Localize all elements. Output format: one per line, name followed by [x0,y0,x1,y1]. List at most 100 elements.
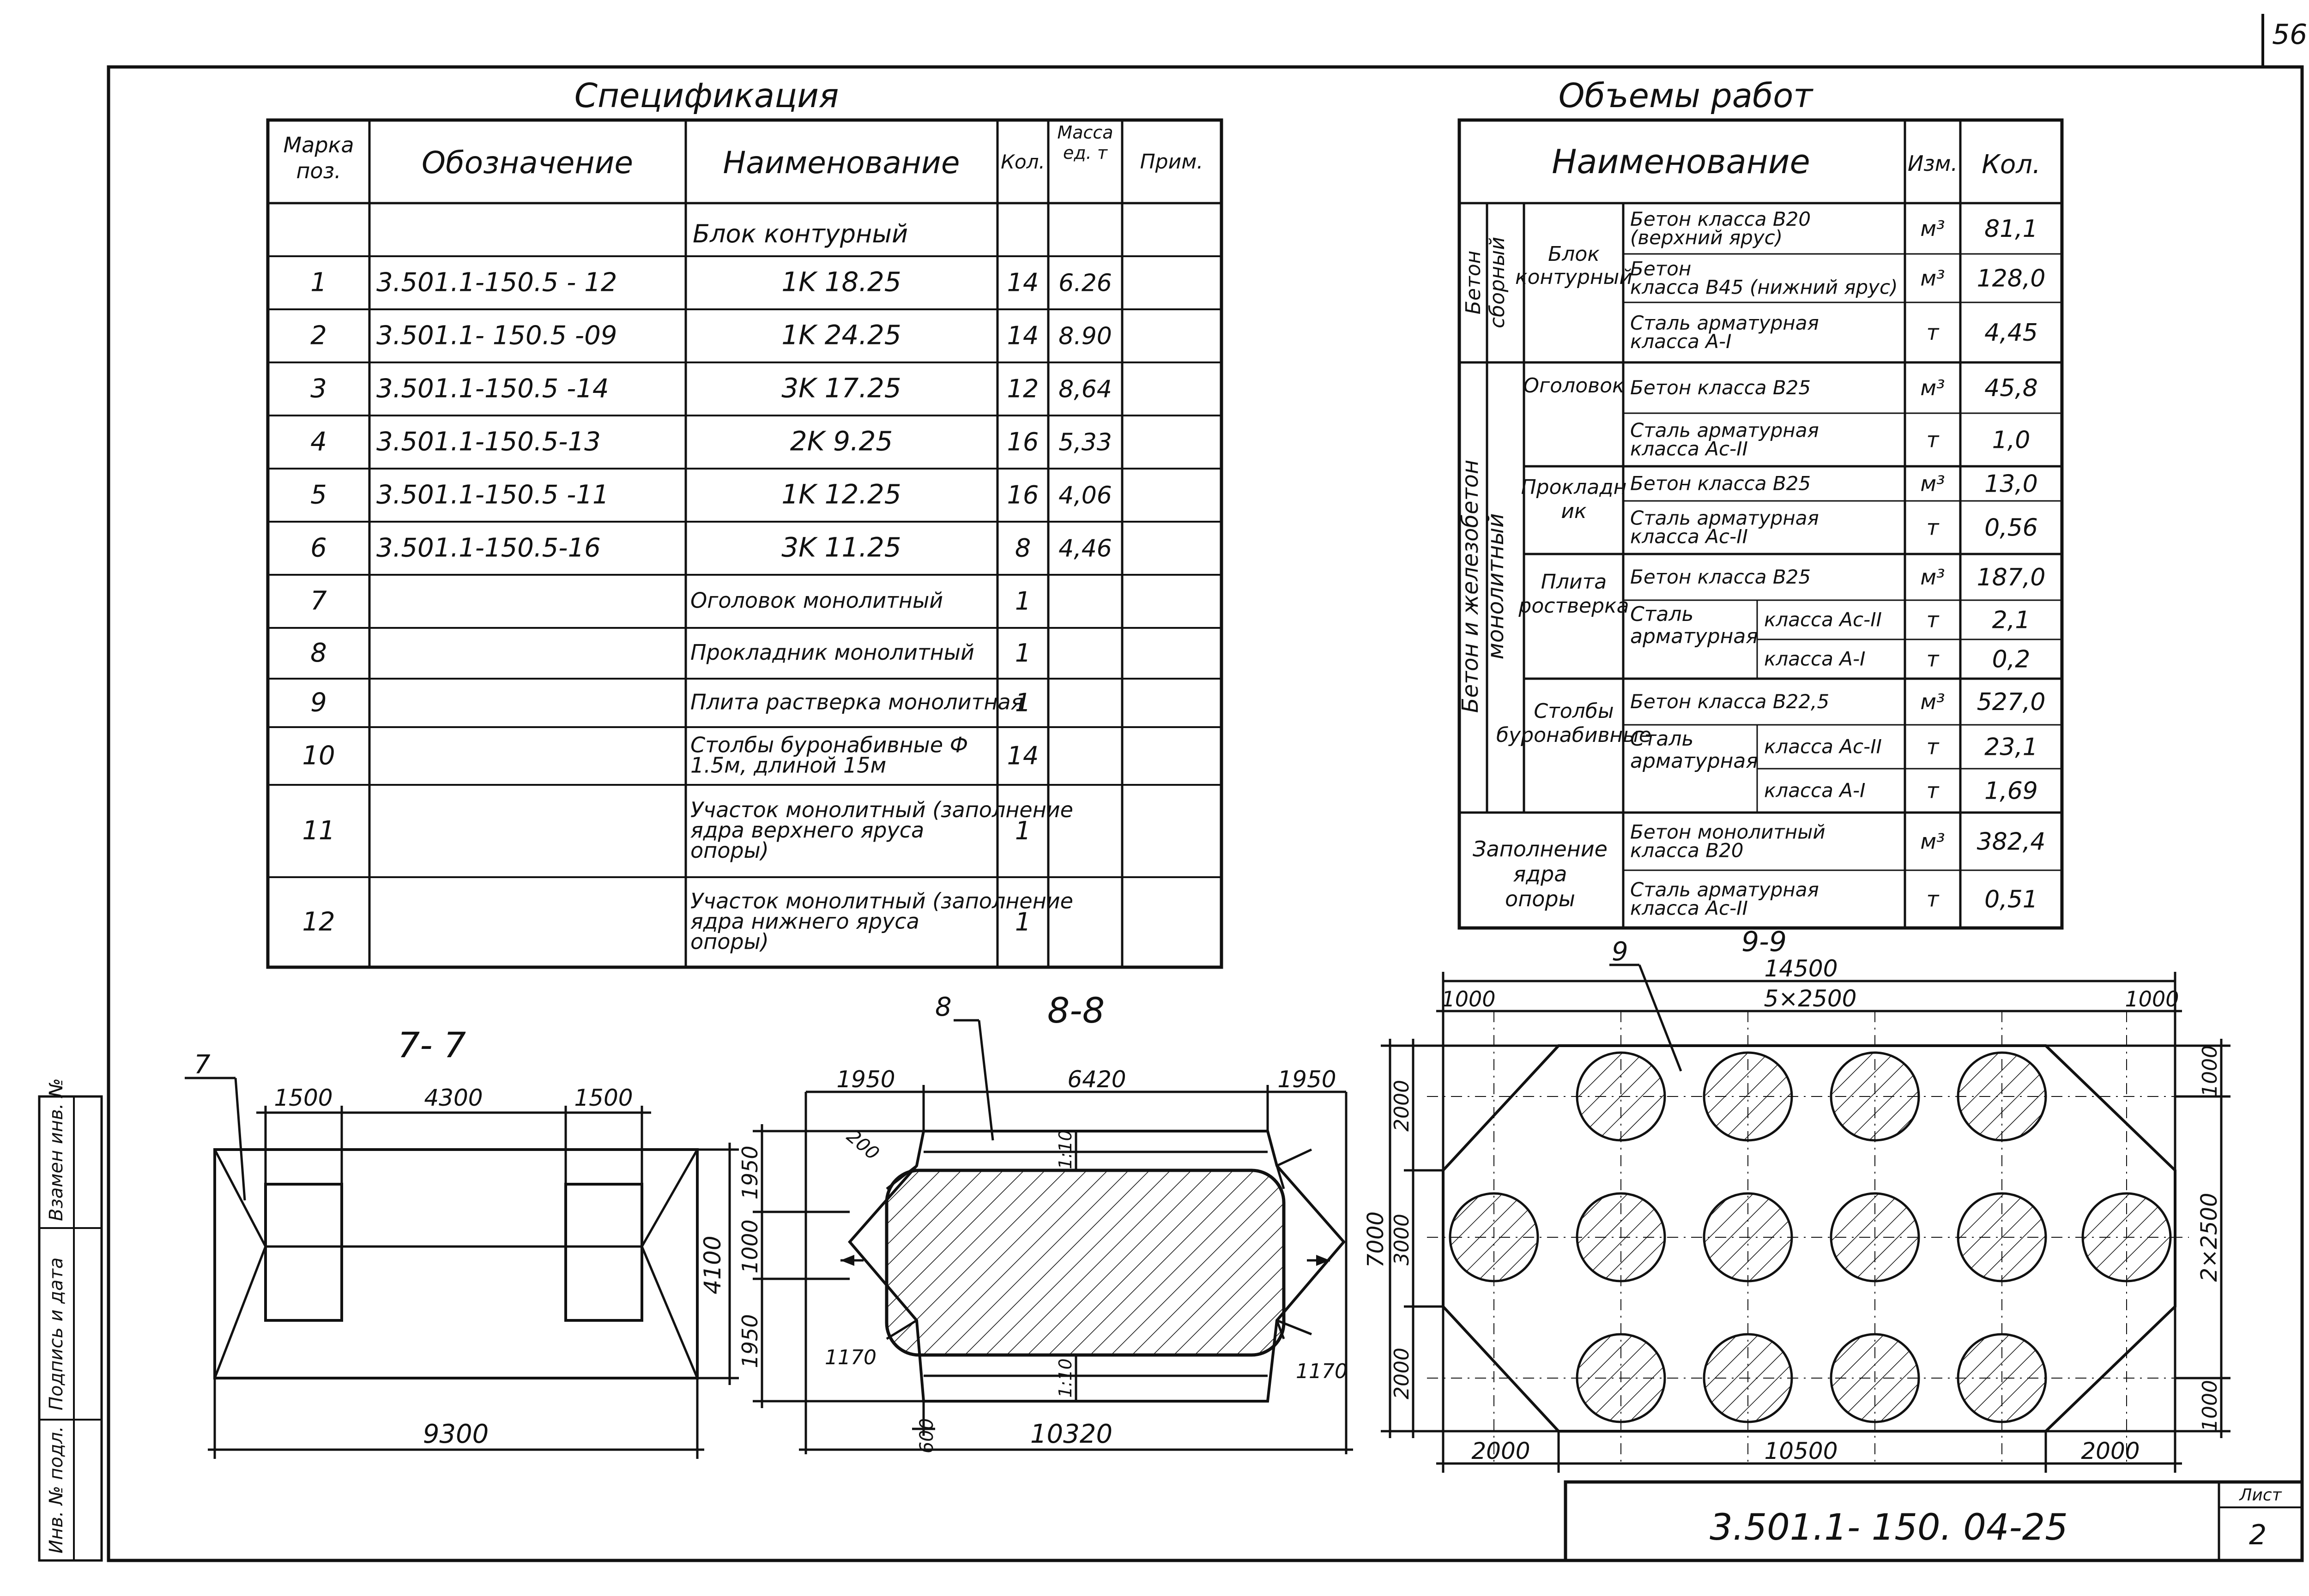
volumes-cell-qty: 187,0 [1977,564,2046,591]
pile-circle [1703,1333,1793,1423]
pile-circle [1576,1333,1666,1423]
volumes-header-name: Наименование [1552,142,1810,181]
volumes-cell-qty: 527,0 [1977,688,2046,716]
pile-circle [2081,1192,2172,1283]
dim-9-top-mid: 5×2500 [1764,985,1857,1012]
dim-9-bottom-left: 2000 [1471,1438,1530,1464]
spec-cell-name: 2K 9.25 [790,426,893,457]
volumes-category-monolithic: Бетон и железобетонмонолитный [1457,460,1509,713]
dim-9-right-bot: 1000 [2198,1380,2222,1432]
volumes-cell-unit: т [1927,608,1940,632]
volumes-cell-qty: 1,0 [1992,427,2031,454]
volumes-cell-qty: 128,0 [1977,265,2046,293]
dim-9-left-mid: 3000 [1390,1214,1414,1265]
spec-cell-qty: 14 [1007,741,1039,771]
pile-circle [1830,1051,1920,1142]
spec-cell-mark: 11 [302,816,335,846]
pile-circle [1703,1192,1793,1283]
dim-8-total: 10320 [1030,1419,1112,1449]
section-8-title: 8-8 [1047,990,1105,1031]
volumes-header-unit: Изм. [1908,151,1958,176]
dim-9-total: 14500 [1764,955,1838,982]
spec-header-qty: Кол. [1001,151,1045,173]
dim-9-bottom-mid: 10500 [1764,1438,1838,1464]
volumes-cell-qty: 45,8 [1984,374,2038,402]
pile-circle [1576,1051,1666,1142]
spec-cell-name: 1K 24.25 [781,319,901,351]
spec-cell-mass: 4,46 [1058,535,1112,563]
spec-cell-qty: 14 [1007,268,1039,297]
dim-8-slope-top: 1:10 [1055,1130,1076,1169]
sheet-frame: 56 [107,14,2307,1562]
spec-cell-name: 3K 17.25 [781,373,901,404]
dim-7-height: 4100 [699,1235,726,1294]
dim-8-v-mid: 1000 [737,1219,762,1273]
pile-group [1449,1051,2172,1423]
spec-cell-designation: 3.501.1-150.5-13 [376,427,601,457]
spec-cell-name: Оголовок монолитный [690,588,943,613]
volumes-cell-item: класса А-I [1764,648,1866,670]
spec-cell-qty: 1 [1015,638,1031,668]
spec-cell-designation: 3.501.1-150.5-16 [376,533,601,563]
volumes-cell-item: Бетон класса В25 [1630,566,1811,588]
spec-cell-name: 3K 11.25 [781,532,901,563]
dim-7-middle: 4300 [424,1084,483,1111]
spacer-outline [848,1130,1346,1403]
spec-cell-designation: 3.501.1-150.5 -14 [376,374,609,404]
pile-circle [1830,1333,1920,1423]
spec-cell-mark: 12 [302,907,335,937]
sheet-corner-number: 56 [2272,18,2307,51]
spec-cell-qty: 16 [1007,481,1039,510]
head-insert-left [264,1183,343,1322]
spacer-hatched-core [885,1168,1286,1357]
dim-8-middle: 6420 [1067,1066,1126,1093]
dim-8-v-top: 1950 [737,1145,762,1199]
volumes-cell-unit: т [1927,515,1940,540]
volumes-cell-item: класса Ас-II [1764,735,1882,758]
volumes-cell-unit: м³ [1920,216,1945,241]
dim-8-right: 1950 [1277,1066,1336,1093]
head-outline [213,1148,699,1379]
volumes-cell-unit: т [1927,778,1940,803]
pile-circle [1957,1051,2047,1142]
volumes-cell-qty: 13,0 [1984,470,2038,498]
spec-cell-mark: 2 [310,321,327,351]
spec-cell-qty: 16 [1007,428,1039,457]
volumes-group-head: Оголовок [1523,374,1625,397]
volumes-header-qty: Кол. [1982,150,2041,180]
pile-circle [1830,1192,1920,1283]
dim-7-left: 1500 [274,1084,332,1111]
spec-cell-mass: 5,33 [1058,429,1112,457]
volumes-cell-unit: т [1927,887,1940,912]
dim-8-left: 1950 [836,1066,895,1093]
spec-cell-name: Плита растверка монолитная [690,690,1023,715]
pile-circle [1957,1192,2047,1283]
spec-cell-qty: 1 [1015,587,1031,616]
spec-group-label: Блок контурный [693,219,908,248]
volumes-cell-unit: м³ [1920,375,1945,400]
